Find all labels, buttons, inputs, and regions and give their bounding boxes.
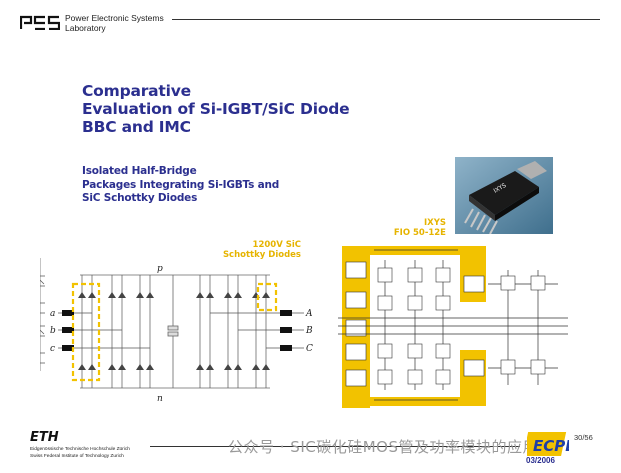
diode-label-line1: 1200V SiC [252,240,301,250]
terminal-A: A [305,309,313,319]
slide-subtitle: Isolated Half-Bridge Packages Integratin… [82,165,279,206]
dc-positive: p [157,264,163,274]
diode-label: 1200V SiC Schottky Diodes [215,240,301,260]
pes-logo [20,15,60,30]
conference-date: 03/2006 [526,456,555,465]
bbc-schematic: a b c A B C p n [40,258,313,404]
terminal-C: C [306,344,313,354]
footer-rule [150,446,520,447]
title-line2: Evaluation of Si-IGBT/SiC Diode [82,100,350,118]
watermark: 公众号 · SIC碳化硅MOS管及功率模块的应用 [228,438,538,456]
dc-negative: n [157,394,163,404]
org-line1: Power Electronic Systems [65,13,164,23]
terminal-a: a [50,309,55,319]
page-number: 30/56 [574,433,593,442]
eth-name-de: Eidgenössische Technische Hochschule Zür… [30,447,130,452]
ecpe-text: ECPE [533,437,569,455]
module-label: IXYS FIO 50-12E [390,218,446,238]
header-rule [172,19,600,20]
title-line3: BBC and IMC [82,118,191,136]
imc-schematic [338,246,568,408]
terminal-B: B [305,326,313,336]
slide-title: Comparative Evaluation of Si-IGBT/SiC Di… [82,82,350,136]
diode-label-line2: Schottky Diodes [222,250,301,260]
eth-name: Eidgenössische Technische Hochschule Zür… [30,447,130,460]
org-name: Power Electronic Systems Laboratory [65,13,164,33]
eth-name-en: Swiss Federal Institute of Technology Zu… [30,453,124,459]
subtitle-line3: SiC Schottky Diodes [82,192,198,204]
module-part: FIO 50-12E [393,227,446,238]
subtitle-line1: Isolated Half-Bridge [82,165,197,177]
org-line2: Laboratory [65,23,106,33]
module-vendor: IXYS [424,218,446,228]
terminal-b: b [50,326,56,336]
eth-logo: ETH [30,430,59,445]
ecpe-logo: ECPE [527,432,569,456]
subtitle-line2: Packages Integrating Si-IGBTs and [82,178,280,191]
title-line1: Comparative [82,82,191,100]
module-photo: IXYS [455,157,553,234]
terminal-c: c [50,344,55,354]
